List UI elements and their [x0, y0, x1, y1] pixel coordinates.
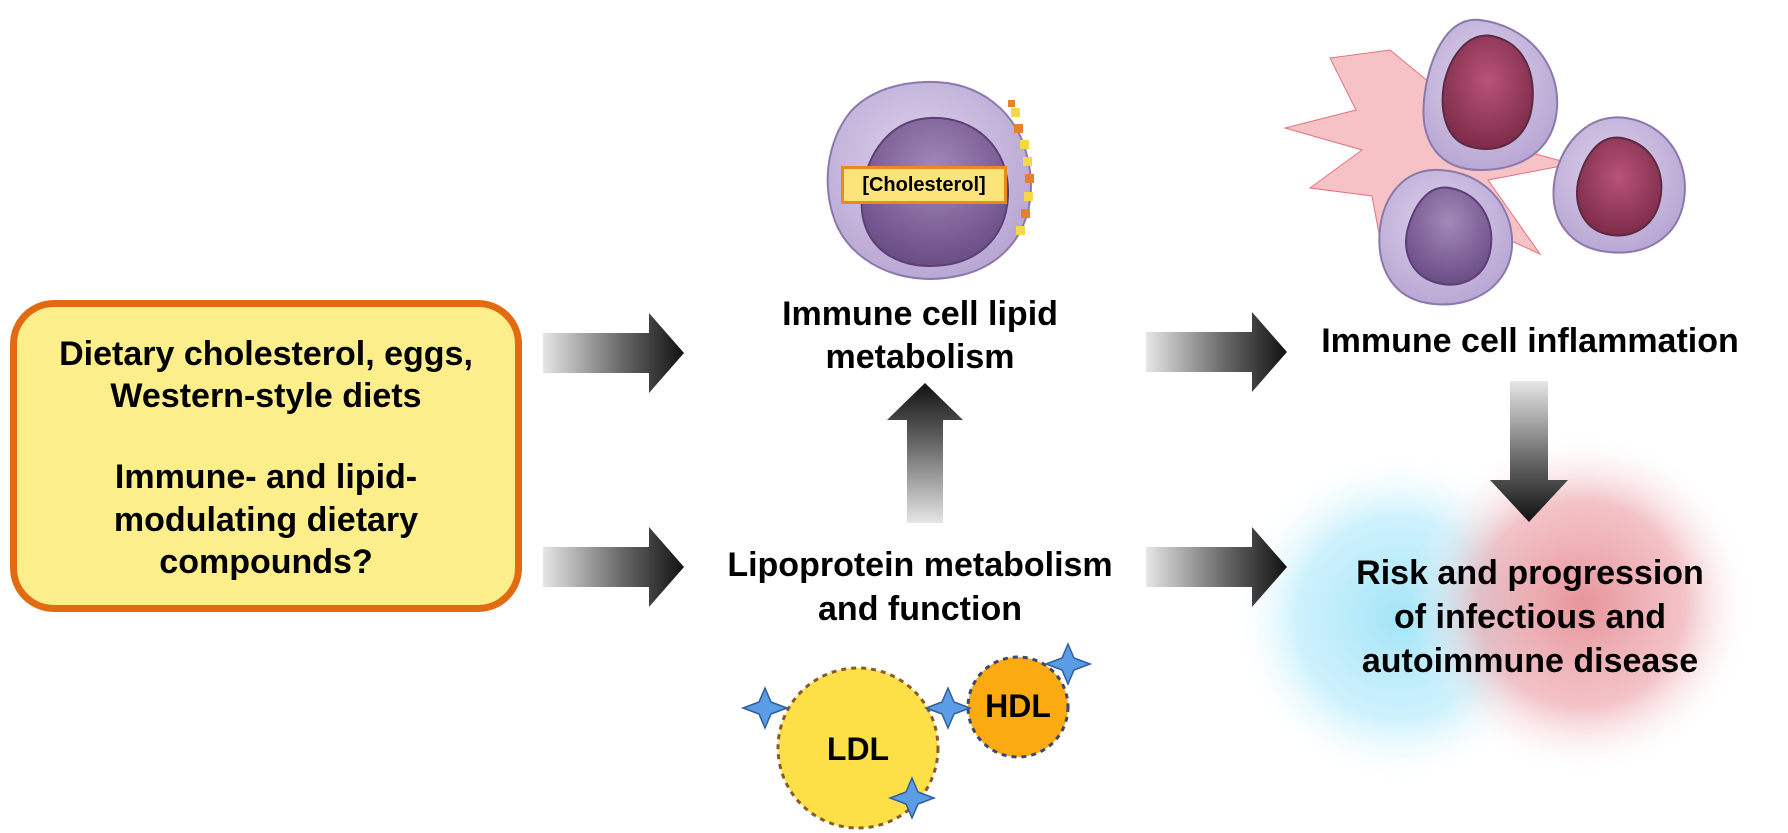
diet-line-3: Immune- and lipid-	[114, 458, 418, 496]
ldl-label: LDL	[826, 731, 890, 767]
disease-label-2: of infectious and	[1394, 598, 1666, 636]
diet-line-5: compounds?	[159, 543, 373, 581]
lipid-metabolism-label-2: metabolism	[825, 338, 1015, 376]
lipoprotein-label-1: Lipoprotein metabolism	[727, 546, 1113, 584]
ldl-particle-icon	[776, 666, 940, 830]
arrow-diet-to-lipoprotein	[543, 527, 684, 607]
arrow-lipoprotein-to-lipid	[887, 383, 963, 523]
cholesterol-deposits-icon	[1008, 100, 1034, 235]
disease-label-3: autoimmune disease	[1361, 642, 1699, 680]
arrow-lipid-to-inflammation	[1146, 312, 1287, 392]
autoimmune-glow	[1410, 432, 1754, 776]
inflamed-cells-icon	[1283, 18, 1686, 306]
cholesterol-tag: [Cholesterol]	[841, 166, 1007, 204]
lipoprotein-label-2: and function	[818, 590, 1022, 628]
disease-label-1: Risk and progression	[1356, 554, 1704, 592]
sparkle-icon	[923, 686, 973, 730]
sparkle-icon	[887, 776, 937, 820]
diet-line-2: Western-style diets	[110, 377, 422, 415]
hdl-particle-icon	[966, 655, 1070, 759]
lipid-metabolism-label-1: Immune cell lipid	[782, 295, 1058, 333]
sparkle-icon	[740, 686, 790, 730]
sparkle-icon	[1043, 642, 1093, 686]
diet-line-1: Dietary cholesterol, eggs,	[59, 335, 473, 373]
hdl-label: HDL	[985, 688, 1051, 724]
arrow-inflammation-to-disease	[1490, 381, 1568, 522]
arrow-diet-to-lipid	[543, 313, 684, 393]
diet-line-4: modulating dietary	[113, 501, 419, 539]
dietary-factors-box	[10, 300, 522, 612]
arrow-lipoprotein-to-disease	[1146, 527, 1287, 607]
inflammation-label: Immune cell inflammation	[1321, 322, 1739, 360]
